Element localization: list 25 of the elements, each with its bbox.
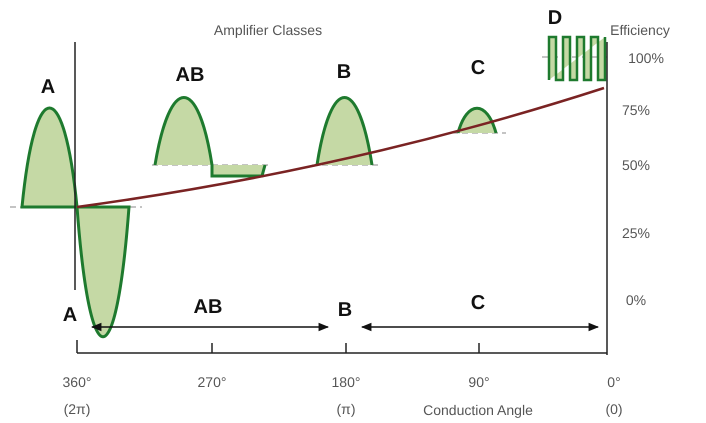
tick-label: 180°	[332, 375, 360, 389]
tick-label: 0%	[626, 293, 646, 307]
range-label: B	[338, 300, 352, 320]
tick-label: 90°	[468, 375, 490, 389]
tick-label: 270°	[198, 375, 226, 389]
range-label: C	[470, 293, 486, 313]
class-letter: B	[336, 62, 352, 82]
axis-title: Efficiency	[610, 23, 670, 37]
range-label: A	[62, 305, 78, 325]
tick-label: 0°	[607, 375, 621, 389]
tick-label: 75%	[622, 103, 650, 117]
axis-title: Conduction Angle	[423, 403, 533, 417]
tick-label: (2π)	[64, 402, 90, 416]
tick-label: 100%	[628, 51, 664, 65]
tick-label: (π)	[336, 402, 356, 416]
tick-label: 360°	[62, 375, 92, 389]
range-label: AB	[194, 297, 222, 317]
tick-label: 50%	[622, 158, 650, 172]
tick-label: 25%	[622, 226, 650, 240]
class-letter: C	[470, 58, 486, 78]
chart-title: Amplifier Classes	[214, 23, 322, 37]
class-letter: A	[40, 77, 56, 97]
tick-label: (0)	[605, 402, 623, 416]
class-letter: AB	[176, 65, 204, 85]
class-letter: D	[548, 8, 562, 28]
